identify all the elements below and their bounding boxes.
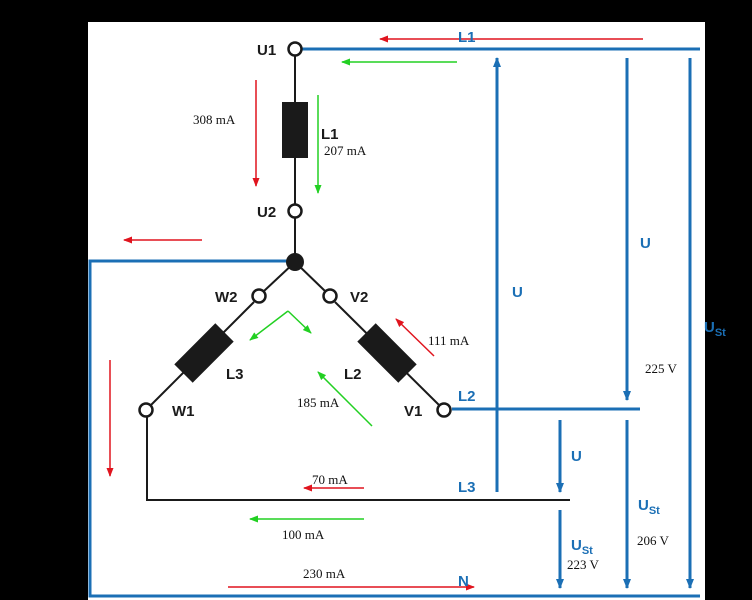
current-value-230: 230 mA — [303, 566, 346, 581]
current-value-185: 185 mA — [297, 395, 340, 410]
terminal-v2 — [322, 288, 338, 304]
canvas-background — [88, 22, 705, 600]
voltage-arrows — [493, 57, 694, 589]
voltage-label-u-bottom: U — [571, 448, 582, 465]
voltage-label-u-right: U — [640, 235, 651, 252]
voltage-label-u-left: U — [512, 284, 523, 301]
green-current-arrows — [249, 58, 457, 523]
terminal-label-v1: V1 — [404, 403, 422, 420]
line-label-n: N — [458, 573, 469, 590]
terminal-w1 — [138, 402, 154, 418]
coil-l2 — [357, 323, 417, 383]
voltage-value-206: 206 V — [637, 533, 670, 548]
terminal-label-w2: W2 — [215, 289, 238, 306]
wire-neutral — [88, 259, 700, 598]
line-label-l1: L1 — [458, 29, 476, 46]
terminal-label-u1: U1 — [257, 42, 276, 59]
voltage-label-ust-mid: USt — [638, 497, 660, 517]
green-arrow-v2-right — [287, 310, 312, 334]
coil-l3 — [174, 323, 234, 383]
terminal-label-w1: W1 — [172, 403, 195, 420]
star-point — [286, 253, 304, 271]
line-label-l3: L3 — [458, 479, 476, 496]
green-arrow-coil-l2 — [317, 371, 373, 427]
terminal-v1 — [436, 402, 452, 418]
terminal-label-v2: V2 — [350, 289, 368, 306]
current-value-100: 100 mA — [282, 527, 325, 542]
wire-l3 — [146, 416, 570, 501]
terminal-u2 — [287, 203, 303, 219]
green-arrow-w2-left — [249, 310, 289, 341]
current-value-207: 207 mA — [324, 143, 367, 158]
voltage-value-223: 223 V — [567, 557, 600, 572]
current-value-308: 308 mA — [193, 112, 236, 127]
voltage-value-225: 225 V — [645, 361, 678, 376]
coil-label-l3: L3 — [226, 366, 244, 383]
terminal-w2 — [251, 288, 267, 304]
terminal-label-u2: U2 — [257, 204, 276, 221]
voltage-label-ust-bottom: USt — [571, 537, 593, 557]
coil-l1 — [282, 102, 308, 158]
line-label-l2: L2 — [458, 388, 476, 405]
coil-label-l2: L2 — [344, 366, 362, 383]
current-value-70: 70 mA — [312, 472, 348, 487]
voltage-label-ust-right: USt — [704, 319, 726, 339]
coil-label-l1: L1 — [321, 126, 339, 143]
red-arrow-coil-l2 — [395, 318, 435, 357]
line-wires — [88, 47, 700, 598]
red-current-arrows — [106, 35, 643, 591]
current-value-111: 111 mA — [428, 333, 470, 348]
terminal-u1 — [287, 41, 303, 57]
